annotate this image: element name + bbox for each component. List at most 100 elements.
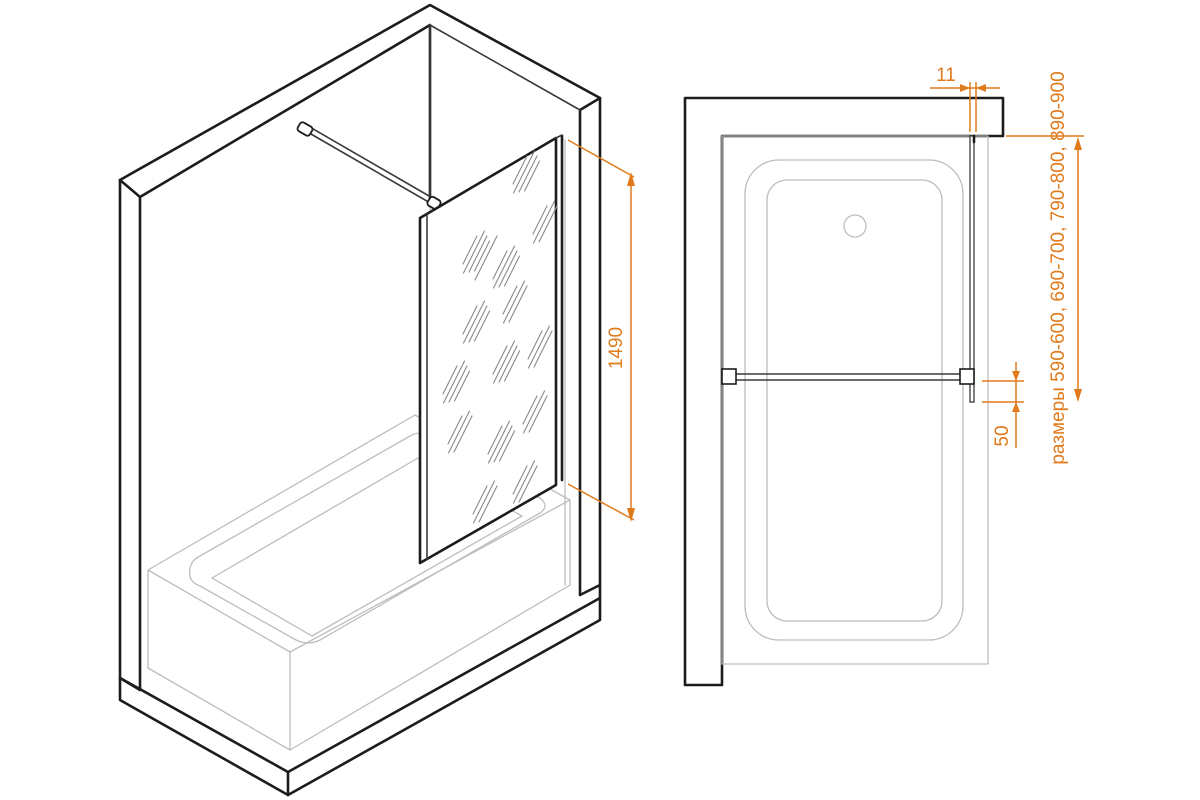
dim50-arrow-bottom [1012, 402, 1020, 412]
glass-streak [462, 300, 486, 344]
glass-streak [518, 155, 538, 193]
glass-streak [538, 205, 558, 243]
glass-streak [532, 205, 548, 235]
dim-extension-top [567, 139, 635, 178]
plan-wall-mount [721, 368, 737, 385]
plan-view: 11 50 размеры 590-600, 690-700, 790-800,… [683, 65, 1084, 687]
glass-streak [522, 395, 538, 425]
support-rod-edge [307, 125, 437, 201]
glass-streak [453, 370, 471, 402]
glass-streak [473, 310, 491, 342]
glass-streak [508, 285, 528, 323]
dim-arrow-top [627, 172, 635, 186]
glass-streak [468, 235, 488, 273]
dim50-arrow-top [1012, 371, 1020, 381]
isometric-view: 1490 [118, 3, 635, 797]
tub-basin-inner [211, 457, 523, 637]
back-wall-top [118, 3, 602, 182]
glass-streak [468, 305, 488, 343]
glass-streak [512, 465, 528, 495]
wall-profile-cap [555, 134, 563, 139]
glass-streak [512, 155, 528, 185]
glass-streak [502, 285, 518, 315]
profile-offset-dimension: 11 [930, 65, 1000, 132]
floor-front-edge [118, 583, 602, 774]
support-rod [303, 129, 433, 205]
glass-streak [462, 235, 478, 265]
glass-streak [492, 250, 508, 280]
glass-fill [420, 138, 556, 563]
sizes-label: размеры 590-600, 690-700, 790-800, 890-9… [1048, 71, 1069, 464]
glass-streak [442, 360, 466, 404]
dim-arrow-bottom [627, 508, 635, 522]
glass-streak [518, 465, 538, 503]
sizes-dimension: размеры 590-600, 690-700, 790-800, 890-9… [1006, 71, 1084, 465]
glass-streak [523, 160, 541, 192]
tub-top-front [147, 499, 571, 653]
glass-pattern [442, 150, 558, 524]
glass-streak [527, 330, 543, 360]
glass-streak [493, 425, 513, 463]
glass-streak [503, 255, 521, 287]
glass-streak [498, 430, 516, 462]
sizes-arrow-top [1074, 137, 1082, 150]
plan-tub-rim [744, 159, 964, 641]
glass-streak [503, 350, 521, 382]
glass-streak [487, 425, 503, 455]
glass-streak [453, 415, 473, 453]
glass-streak [527, 325, 551, 369]
floor-slab [118, 596, 602, 797]
plan-walls [683, 96, 1005, 687]
plan-glass [969, 135, 975, 403]
bathtub [147, 414, 571, 751]
plan-wall-outline [683, 96, 1005, 687]
glass-streak [533, 330, 553, 368]
glass-streak [472, 485, 488, 515]
glass-streak [532, 200, 556, 244]
left-wall-cap [118, 178, 142, 199]
glass-streak [498, 345, 518, 383]
glass-streak [462, 305, 478, 335]
glass-streak [442, 365, 458, 395]
glass-streak [528, 395, 548, 433]
glass-streak [512, 460, 536, 504]
glass-streak [447, 410, 471, 454]
glass-streak [498, 250, 518, 288]
glass-streak [474, 235, 498, 281]
dim11-arrow-left [960, 84, 970, 92]
glass-streak [512, 150, 536, 194]
plan-bathtub [721, 135, 989, 665]
profile-offset-label: 11 [936, 65, 956, 86]
plan-glass-clamp [959, 368, 975, 385]
glass-streak [492, 340, 516, 384]
drain-icon [843, 214, 867, 238]
wall-mount [296, 121, 314, 137]
bar-offset-dimension: 50 [982, 362, 1024, 448]
glass-streak [472, 480, 496, 524]
sizes-arrow-bottom [1074, 389, 1082, 402]
glass-streak [487, 420, 511, 464]
tub-outline [147, 414, 571, 751]
glass-streak [473, 240, 491, 272]
plan-glass-assembly [721, 134, 976, 403]
glass-panel [418, 134, 564, 565]
plan-tub-outline [721, 135, 989, 665]
glass-streak [447, 415, 463, 445]
right-wall [578, 96, 602, 597]
support-bar [296, 121, 442, 211]
glass-streak [462, 230, 486, 274]
tub-basin-rim [189, 432, 546, 644]
plan-tub-basin [766, 179, 943, 622]
glass-streak [522, 390, 546, 434]
glass-height-label: 1490 [606, 327, 627, 369]
glass-streak [502, 280, 526, 324]
left-wall-edge [118, 178, 142, 692]
glass-streak [448, 365, 468, 403]
glass-streak [492, 245, 516, 289]
glass-streak [492, 345, 508, 375]
dim11-arrow-right [976, 84, 986, 92]
glass-streak [478, 485, 498, 523]
bar-offset-label: 50 [992, 425, 1013, 446]
